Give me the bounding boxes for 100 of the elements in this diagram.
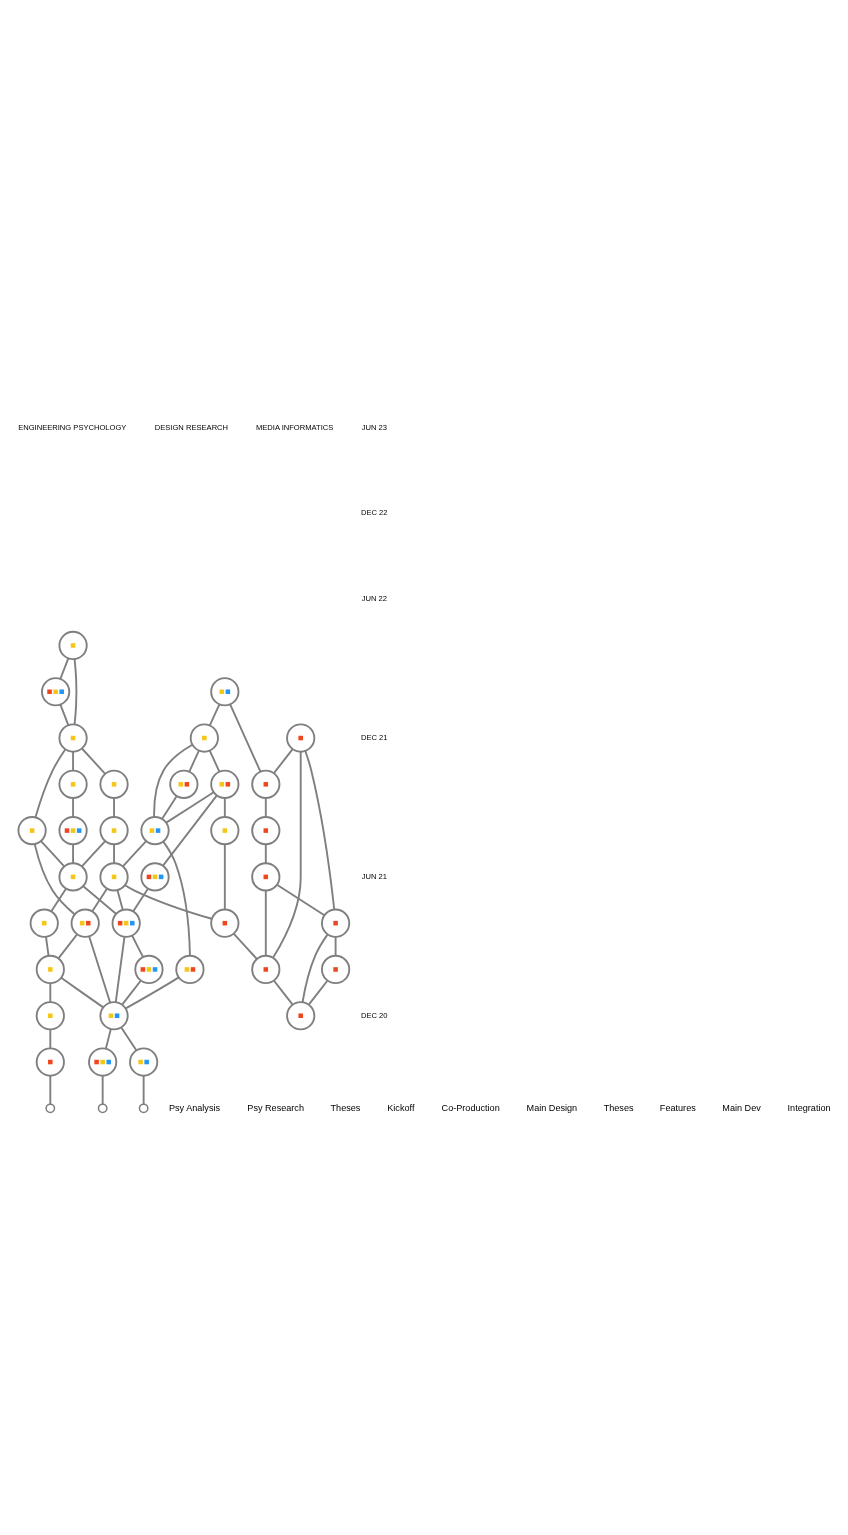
connector (307, 979, 329, 1006)
node-circle (35, 1046, 65, 1077)
connector (57, 932, 79, 959)
node-circle (35, 1000, 65, 1030)
connector (153, 743, 194, 818)
node-circle (58, 722, 88, 753)
connector (165, 790, 215, 824)
node-circle (210, 769, 240, 799)
node-circle (58, 815, 88, 845)
label: Psy Research (247, 1102, 304, 1113)
connector (59, 703, 70, 726)
label: Theses (330, 1102, 361, 1113)
connector (161, 794, 178, 820)
connector (72, 750, 74, 772)
node-circle (210, 908, 240, 938)
node-circle (321, 954, 351, 984)
label: DEC 20 (361, 1010, 388, 1020)
connector (223, 796, 226, 818)
label: Integration (787, 1102, 831, 1113)
node-circle (138, 1102, 149, 1113)
node-circle (251, 861, 281, 891)
connector (82, 884, 117, 915)
node-circle (58, 630, 88, 660)
connector (124, 883, 213, 920)
label: Kickoff (387, 1102, 415, 1113)
connector (59, 656, 70, 680)
connector (81, 839, 107, 867)
label: Features (659, 1102, 696, 1113)
node-circle (251, 815, 281, 845)
connector (113, 796, 115, 818)
connector (208, 703, 221, 726)
node-circle (111, 908, 141, 938)
connector (121, 979, 142, 1006)
node-circle (321, 908, 351, 938)
node-circle (189, 722, 219, 753)
node-circle (35, 954, 65, 984)
label: JUN 22 (361, 593, 387, 603)
node-circle (45, 1102, 56, 1113)
node-circle (169, 769, 199, 799)
node-circle (210, 815, 240, 845)
connector (88, 935, 111, 1003)
node-circle (17, 815, 47, 845)
label: MEDIA INFORMATICS (255, 422, 334, 432)
connector (301, 932, 329, 1003)
connector (162, 794, 218, 867)
label: Psy Analysis (168, 1102, 220, 1113)
connector (124, 975, 180, 1009)
connector (114, 935, 126, 1003)
connector (232, 932, 258, 960)
label: JUN 23 (361, 422, 387, 432)
node-circle (58, 769, 88, 799)
connector (101, 1074, 104, 1105)
connector (73, 657, 78, 725)
node-circle (286, 722, 316, 753)
node-circle (134, 954, 164, 984)
node-circle (99, 1000, 129, 1030)
connector (132, 887, 149, 912)
label: Co-Production (441, 1102, 500, 1113)
connector (113, 842, 115, 864)
connector (304, 749, 336, 910)
connector (49, 1028, 52, 1049)
connector (72, 842, 74, 864)
label: ENGINEERING PSYCHOLOGY (18, 422, 127, 432)
connector (72, 796, 74, 818)
connector (131, 934, 144, 958)
node-circle (210, 676, 240, 706)
connector (49, 1074, 52, 1105)
connector (104, 1027, 112, 1049)
label: DESIGN RESEARCH (154, 422, 229, 432)
node-circle (29, 908, 59, 938)
connector (60, 976, 105, 1008)
connector (188, 749, 200, 772)
node-circle (58, 861, 88, 891)
connector (272, 747, 294, 774)
connector (264, 796, 267, 818)
connector (264, 889, 267, 957)
connector (229, 702, 262, 773)
connector (276, 883, 326, 916)
connector (162, 840, 191, 957)
connector (122, 839, 148, 867)
label: DEC 22 (361, 507, 388, 517)
connector (223, 842, 226, 910)
connector (50, 887, 67, 912)
connector (34, 747, 67, 818)
connector (272, 750, 302, 959)
label: Main Dev (722, 1102, 761, 1113)
label: Main Design (526, 1102, 578, 1113)
node-circle (70, 908, 100, 938)
node-circle (286, 1000, 316, 1030)
node-circle (129, 1046, 159, 1077)
node-circle (97, 1102, 108, 1113)
connector (116, 888, 124, 911)
label: Theses (603, 1102, 634, 1113)
node-circle (41, 676, 71, 706)
connector (142, 1074, 145, 1105)
connector (264, 842, 267, 864)
node-circle (175, 954, 205, 984)
node-circle (140, 815, 170, 845)
connector (272, 979, 294, 1006)
connector (45, 935, 50, 957)
